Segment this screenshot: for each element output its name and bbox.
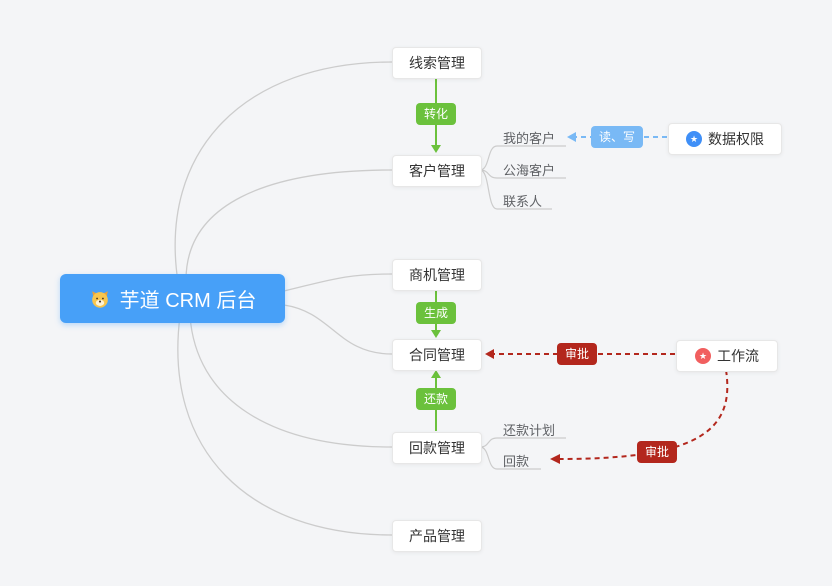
node-receivable-label: 回款管理: [409, 440, 465, 456]
arrow-repay-head: [431, 370, 441, 378]
dog-icon: [89, 288, 111, 310]
connector-customer-contacts: [479, 169, 552, 210]
node-workflow: ★ 工作流: [676, 340, 778, 372]
star-glyph: ★: [698, 350, 708, 361]
edge-badge-read-write: 读、写: [590, 126, 644, 148]
node-customer-label: 客户管理: [409, 163, 465, 179]
edge-badge-convert: 转化: [415, 103, 457, 125]
node-product-label: 产品管理: [409, 528, 465, 544]
node-receivable-management: 回款管理: [392, 432, 482, 464]
connector-receivable-receipt: [479, 446, 541, 470]
edge-badge-repay: 还款: [415, 388, 457, 410]
edge-badge-approve-receivable: 审批: [636, 441, 678, 463]
edge-badge-generate: 生成: [415, 302, 457, 324]
node-lead-management: 线索管理: [392, 47, 482, 79]
node-contract-management: 合同管理: [392, 339, 482, 371]
arrow-approve-receivable-head: [550, 454, 560, 464]
connector-root-product: [177, 315, 393, 536]
arrow-approve-contract-head: [485, 349, 494, 359]
connector-root-customer: [185, 169, 393, 281]
node-contract-label: 合同管理: [409, 347, 465, 363]
node-product-management: 产品管理: [392, 520, 482, 552]
node-data-permission: ★ 数据权限: [668, 123, 782, 155]
node-data-permission-label: 数据权限: [708, 131, 764, 147]
node-workflow-label: 工作流: [717, 348, 759, 364]
root-node-label: 芋道 CRM 后台: [119, 290, 257, 312]
subnode-repayment-plan: 还款计划: [503, 423, 556, 438]
edge-badge-approve-contract: 审批: [556, 343, 598, 365]
connector-root-receivable: [189, 315, 393, 448]
connector-root-lead: [174, 61, 393, 283]
node-lead-label: 线索管理: [409, 55, 465, 71]
connector-root-business: [283, 273, 393, 292]
connector-customer-pool: [479, 169, 566, 179]
connector-receivable-plan: [479, 437, 566, 448]
arrow-convert-head: [431, 145, 441, 153]
subnode-my-customers: 我的客户: [503, 131, 556, 146]
subnode-contacts: 联系人: [503, 194, 543, 209]
star-circle-icon: ★: [686, 131, 702, 147]
connector-root-contract: [283, 304, 393, 355]
node-business-label: 商机管理: [409, 267, 465, 283]
arrow-approve-receivable-line: [559, 369, 729, 460]
subnode-pool-customers: 公海客户: [503, 163, 556, 178]
arrow-generate-head: [431, 330, 441, 338]
star-glyph: ★: [689, 133, 699, 144]
connector-customer-mine: [479, 145, 566, 171]
node-customer-management: 客户管理: [392, 155, 482, 187]
root-node-crm-backend: 芋道 CRM 后台: [60, 274, 285, 323]
star-circle-icon: ★: [695, 348, 711, 364]
arrow-read-write-head: [567, 132, 576, 142]
node-business-management: 商机管理: [392, 259, 482, 291]
subnode-receipt: 回款: [503, 454, 530, 469]
